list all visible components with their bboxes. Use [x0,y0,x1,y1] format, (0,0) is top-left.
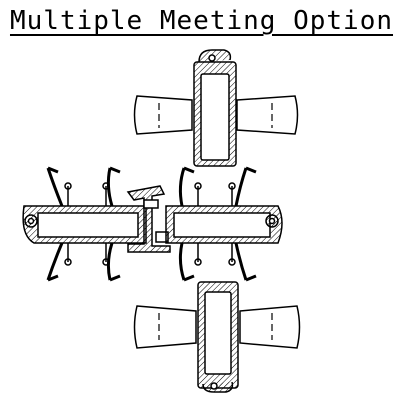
center-connector [126,185,171,253]
top-tube-inner [200,73,230,161]
diagram-title: Multiple Meeting Option [9,6,394,36]
center-bracket [126,185,171,253]
bottom-tube-inner [204,291,232,375]
left-upper-hook-outer [46,167,64,207]
top-left-fin [133,95,193,135]
right-mullion [165,166,283,282]
left-lower-hook-outer [46,242,64,281]
top-right-fin [236,95,299,135]
bottom-right-fin [239,305,301,349]
left-mullion [22,166,147,282]
bottom-hook [202,381,234,393]
top-fin-unit [133,49,299,167]
bottom-fin-unit [133,281,301,393]
bottom-left-fin [133,305,197,349]
